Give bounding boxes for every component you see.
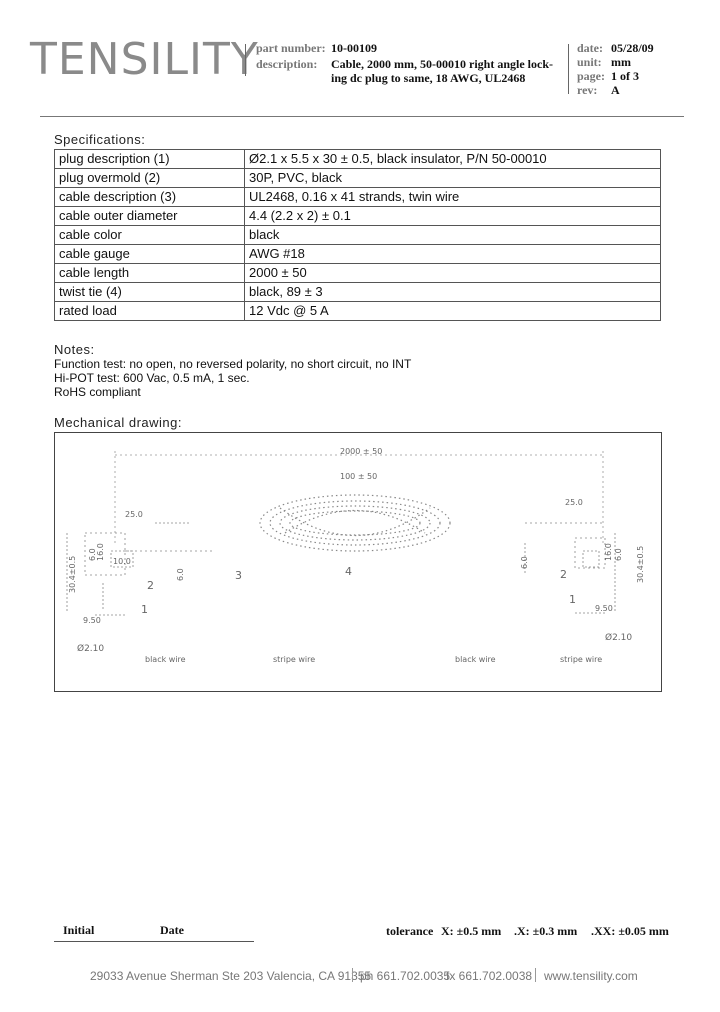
spec-value: UL2468, 0.16 x 41 strands, twin wire [244,187,661,207]
spec-value: 30P, PVC, black [244,168,661,188]
specifications-table: plug description (1)Ø2.1 x 5.5 x 30 ± 0.… [54,149,661,321]
spec-key: plug overmold (2) [54,168,245,188]
left-dim-6b: 6.0 [176,568,185,581]
description-line-2: ing dc plug to same, 18 AWG, UL2468 [331,71,526,85]
spec-key: cable description (3) [54,187,245,207]
note-line-1: Function test: no open, no reversed pola… [54,357,412,371]
signature-rule [54,941,254,942]
footer-divider-2 [535,968,536,982]
left-dim-len: 30.4±0.5 [68,556,77,593]
company-website[interactable]: www.tensility.com [544,969,638,983]
footer-divider-1 [352,968,353,982]
label-4: 4 [345,565,352,578]
right-dim-16: 16.0 [604,543,613,561]
spec-value: black [244,225,661,245]
right-dim-6a: 6.0 [520,556,529,569]
date-label: date: [577,41,603,55]
company-fax: fx 661.702.0038 [446,969,533,983]
spec-value: black, 89 ± 3 [244,282,661,302]
left-label-1: 1 [141,603,148,616]
table-row: twist tie (4)black, 89 ± 3 [54,282,661,302]
coiled-cable [259,494,451,552]
header-divider-2 [568,44,569,94]
right-label-1: 1 [569,593,576,606]
right-black-wire: black wire [455,655,496,664]
right-stripe-wire: stripe wire [560,655,602,664]
spec-key: cable gauge [54,244,245,264]
note-line-3: RoHS compliant [54,385,141,399]
mechanical-drawing-frame: 2000 ± 50 100 ± 50 4 25.0 10.0 6.0 6.0 1… [54,432,662,692]
left-dim-6a: 6.0 [88,548,97,561]
left-label-3: 3 [235,569,242,582]
initial-label: Initial [63,923,95,937]
length-dimension-line [114,451,604,543]
spec-key: cable length [54,263,245,283]
left-plug-drawing [66,522,215,616]
left-dim-10: 10.0 [113,557,131,566]
company-logo: TENSILITY [30,34,259,85]
right-dim-len: 30.4±0.5 [636,546,645,583]
description-line-1: Cable, 2000 mm, 50-00010 right angle loc… [331,57,553,71]
tolerance-x: X: ±0.5 mm [441,924,502,938]
spec-value: 12 Vdc @ 5 A [244,301,661,321]
rev-label: rev: [577,83,598,97]
left-dim-16: 16.0 [96,543,105,561]
right-plug-drawing [524,522,616,614]
left-diameter: Ø2.10 [77,643,104,654]
table-row: cable description (3)UL2468, 0.16 x 41 s… [54,187,661,207]
mechanical-drawing: 2000 ± 50 100 ± 50 4 25.0 10.0 6.0 6.0 1… [66,447,645,664]
note-line-2: Hi-POT test: 600 Vac, 0.5 mA, 1 sec. [54,371,250,385]
right-dim-25: 25.0 [565,498,583,507]
unit-value: mm [611,55,631,69]
length-dim-text: 2000 ± 50 [340,447,382,456]
left-dim-9: 9.50 [83,616,101,625]
right-label-2: 2 [560,568,567,581]
mechanical-drawing-title: Mechanical drawing: [54,415,183,430]
company-phone: ph 661.702.0035 [360,969,451,983]
page-label: page: [577,69,605,83]
spec-value: 4.4 (2.2 x 2) ± 0.1 [244,206,661,226]
spec-value: Ø2.1 x 5.5 x 30 ± 0.5, black insulator, … [244,149,661,169]
left-stripe-wire: stripe wire [273,655,315,664]
tolerance-xx: .X: ±0.3 mm [514,924,578,938]
tolerance-label: tolerance [386,924,434,938]
table-row: plug overmold (2)30P, PVC, black [54,168,661,188]
spec-key: rated load [54,301,245,321]
spec-value: AWG #18 [244,244,661,264]
spec-key: cable outer diameter [54,206,245,226]
unit-label: unit: [577,55,602,69]
right-diameter: Ø2.10 [605,632,632,643]
spec-value: 2000 ± 50 [244,263,661,283]
right-dim-6b: 6.0 [614,548,623,561]
spec-key: cable color [54,225,245,245]
page-value: 1 of 3 [611,69,639,83]
spec-key: twist tie (4) [54,282,245,302]
right-dim-9: 9.50 [595,604,613,613]
notes-title: Notes: [54,342,95,357]
left-dim-25: 25.0 [125,510,143,519]
part-number-label: part number: [256,41,326,55]
date-sign-label: Date [160,923,184,937]
company-address: 29033 Avenue Sherman Ste 203 Valencia, C… [90,969,372,983]
rev-value: A [611,83,620,97]
tolerance-xxx: .XX: ±0.05 mm [591,924,669,938]
specifications-title: Specifications: [54,132,146,147]
left-label-2: 2 [147,579,154,592]
tie-dim-text: 100 ± 50 [340,472,377,481]
header-divider-1 [245,44,246,76]
table-row: plug description (1)Ø2.1 x 5.5 x 30 ± 0.… [54,149,661,169]
header-rule [40,116,684,117]
spec-key: plug description (1) [54,149,245,169]
part-number-value: 10-00109 [331,41,377,55]
left-black-wire: black wire [145,655,186,664]
description-label: description: [256,57,318,71]
date-value: 05/28/09 [611,41,654,55]
